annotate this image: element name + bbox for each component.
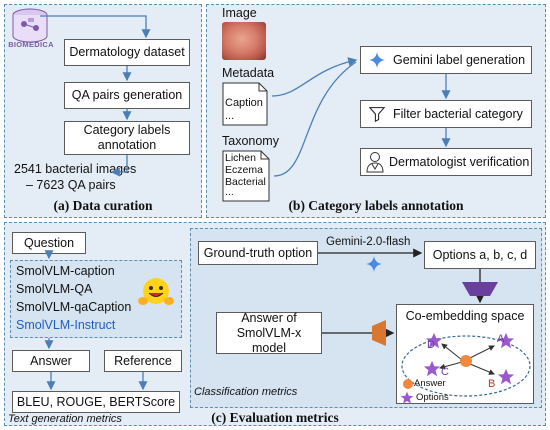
legend-answer-text: Answer <box>414 378 446 389</box>
classification-label: Classification metrics <box>194 386 298 398</box>
caption-c: (c) Evaluation metrics <box>211 410 339 425</box>
legend-options-star <box>400 391 414 404</box>
gemini-label-text: Gemini label generation <box>393 52 526 67</box>
model-qa: SmolVLM-QA <box>16 282 93 296</box>
answer-box: Answer <box>12 350 90 372</box>
options-box: Options a, b, c, d <box>424 241 536 269</box>
coembedding-title: Co-embedding space <box>405 309 525 323</box>
text-gen-label: Text generation metrics <box>8 413 122 425</box>
doctor-icon <box>366 152 384 173</box>
point-label-b: B <box>488 378 496 390</box>
step-qa-pairs: QA pairs generation <box>64 82 190 109</box>
gemini-flash-label: Gemini-2.0-flash <box>326 236 411 248</box>
verify-text: Dermatologist verification <box>389 154 530 169</box>
step-dermatologist-verification: Dermatologist verification <box>360 148 532 176</box>
image-label: Image <box>222 6 257 20</box>
result-line-2: – 7623 QA pairs <box>26 178 116 192</box>
model-qacaption: SmolVLM-qaCaption <box>16 300 132 314</box>
point-label-a: A <box>497 333 505 345</box>
metrics-box: BLEU, ROUGE, BERTScore <box>12 391 180 413</box>
step-gemini-label: Gemini label generation <box>360 46 532 74</box>
caption-b: (b) Category labels annotation <box>288 198 464 213</box>
taxonomy-item-1: Lichen <box>225 152 256 164</box>
filter-text: Filter bacterial category <box>393 106 523 121</box>
model-instruct: SmolVLM-Instruct <box>16 318 116 332</box>
legend-answer-dot <box>403 379 413 389</box>
reference-box: Reference <box>104 350 182 372</box>
hugging-face-icon <box>138 276 174 310</box>
taxonomy-doc <box>222 150 270 202</box>
logo-text: BIOMEDICA <box>8 40 54 49</box>
step-filter-bacterial: Filter bacterial category <box>360 100 532 128</box>
metadata-label: Metadata <box>222 66 275 80</box>
answer-model-text: Answer of SmolVLM-x model <box>236 310 302 355</box>
step-dermatology-dataset: Dermatology dataset <box>64 39 190 66</box>
skin-image <box>222 22 266 60</box>
taxonomy-label: Taxonomy <box>222 134 279 148</box>
point-label-d: D <box>427 339 435 351</box>
caption-a: (a) Data curation <box>53 198 153 213</box>
filter-icon <box>369 107 385 122</box>
legend-options-text: Options <box>416 392 449 403</box>
taxonomy-item-2: Eczema <box>225 164 263 176</box>
metadata-caption: Caption <box>225 97 263 109</box>
step-category-labels: Category labels annotation <box>64 121 190 155</box>
sparkle-icon <box>369 52 385 68</box>
taxonomy-item-3: Bacterial <box>225 176 266 188</box>
point-label-c: C <box>441 366 449 378</box>
taxonomy-item-4: ... <box>225 186 234 198</box>
ground-truth-box: Ground-truth option <box>198 241 318 265</box>
result-line-1: 2541 bacterial images <box>14 162 137 176</box>
answer-dot <box>460 355 472 367</box>
sparkle-icon <box>366 256 382 272</box>
star-b <box>497 368 515 385</box>
database-icon <box>6 6 54 52</box>
model-caption: SmolVLM-caption <box>16 264 115 278</box>
star-c <box>423 360 441 377</box>
answer-model-box: Answer of SmolVLM-x model <box>216 310 322 355</box>
metadata-ellipsis: ... <box>225 110 235 122</box>
metadata-doc <box>222 82 268 126</box>
